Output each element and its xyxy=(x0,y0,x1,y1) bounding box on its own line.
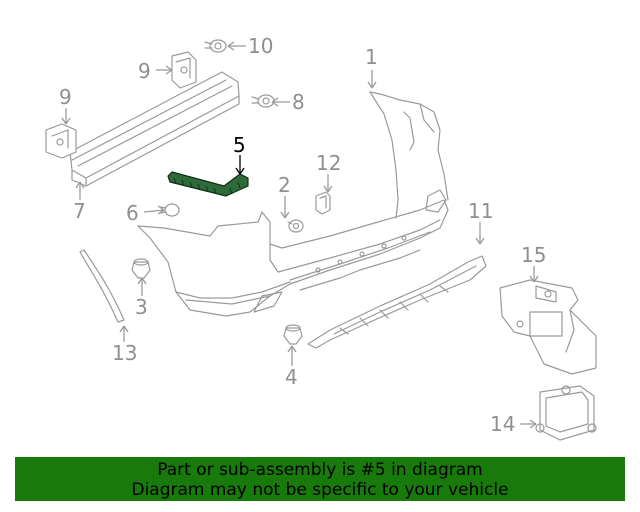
bolt-6 xyxy=(159,203,180,217)
lower-diffuser xyxy=(307,255,487,349)
callout-11: 11 xyxy=(468,199,493,223)
clip-4 xyxy=(283,324,303,345)
callout-10: 10 xyxy=(248,34,273,58)
bolt-2 xyxy=(287,219,304,233)
sensor-module-14 xyxy=(535,385,597,441)
module-bracket-15 xyxy=(499,279,597,375)
bracket-left xyxy=(45,123,77,159)
clip-3 xyxy=(131,258,151,279)
clip-12 xyxy=(315,191,331,215)
side-trim xyxy=(79,249,125,323)
callout-6: 6 xyxy=(126,201,139,225)
banner-line-1: Part or sub-assembly is #5 in diagram xyxy=(157,460,483,480)
callout-1: 1 xyxy=(365,45,378,69)
banner-line-2: Diagram may not be specific to your vehi… xyxy=(131,480,509,500)
reinforcement-beam xyxy=(69,71,240,187)
info-banner: Part or sub-assembly is #5 in diagram Di… xyxy=(15,457,625,501)
callout-8: 8 xyxy=(292,90,305,114)
bolt-8 xyxy=(251,94,275,108)
bumper-cover xyxy=(137,91,449,317)
callout-7: 7 xyxy=(73,199,86,223)
callout-14: 14 xyxy=(490,412,515,436)
callout-9-left: 9 xyxy=(59,85,72,109)
bracket-upper xyxy=(171,51,197,89)
callout-3: 3 xyxy=(135,295,148,319)
callout-2: 2 xyxy=(278,173,291,197)
leader-lines xyxy=(61,41,539,429)
callout-5: 5 xyxy=(233,133,246,157)
callout-12: 12 xyxy=(316,151,341,175)
callout-13: 13 xyxy=(112,341,137,365)
highlighted-bracket-5 xyxy=(167,171,249,197)
callout-9-upper: 9 xyxy=(138,59,151,83)
callout-15: 15 xyxy=(521,243,546,267)
callout-4: 4 xyxy=(285,365,298,389)
bolt-10 xyxy=(204,39,227,53)
